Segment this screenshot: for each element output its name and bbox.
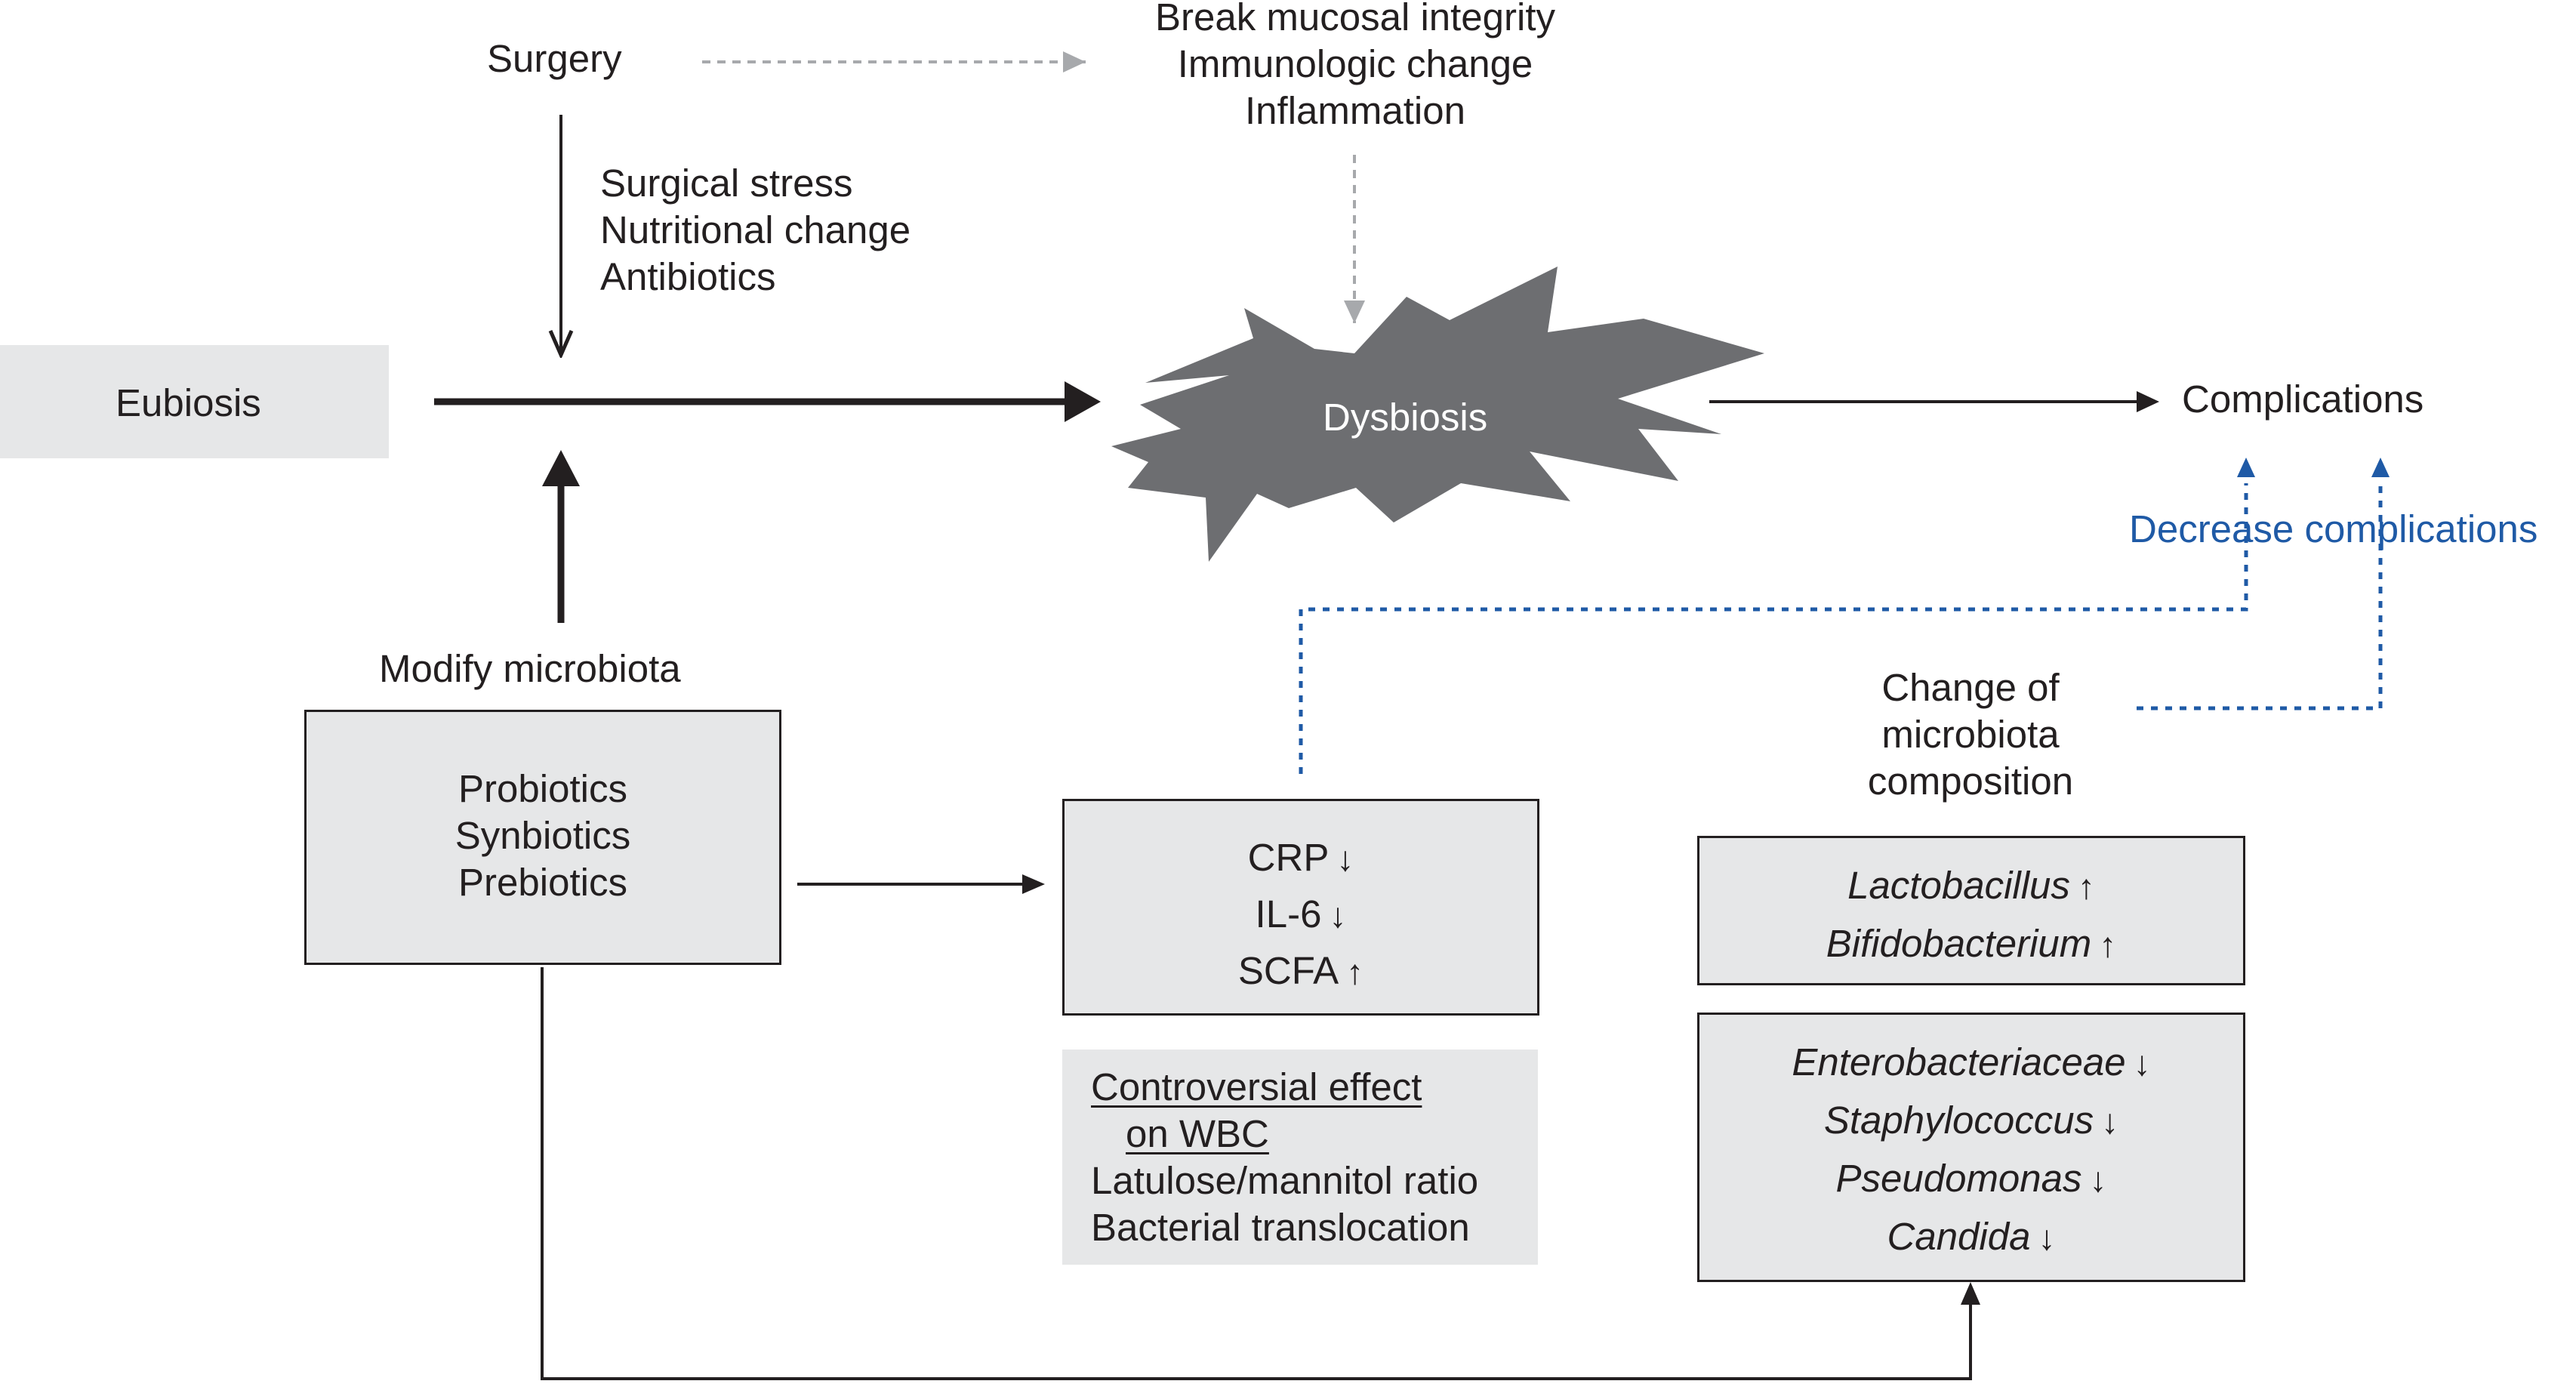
- composition-label-line: microbiota: [1881, 713, 2060, 756]
- decreased-taxa-box: Enterobacteriaceae↓ Staphylococcus↓ Pseu…: [1697, 1013, 2245, 1282]
- composition-to-complications-arrowhead: [2371, 458, 2390, 477]
- decrease-arrow-icon: ↓: [2101, 1102, 2119, 1141]
- taxon-row: Lactobacillus↑: [1847, 857, 2095, 915]
- surgery-factor-item: Surgical stress: [600, 162, 853, 205]
- interventions-to-markers-arrowhead: [1022, 874, 1045, 894]
- surgery-factors-list: Surgical stress Nutritional change Antib…: [600, 160, 911, 301]
- intervention-item: Synbiotics: [454, 814, 631, 857]
- modify-microbiota-label: Modify microbiota: [379, 647, 681, 690]
- taxon-name: Candida: [1887, 1215, 2031, 1258]
- increase-arrow-icon: ↑: [1346, 952, 1364, 991]
- controversial-item: Latulose/mannitol ratio: [1091, 1159, 1479, 1202]
- increased-taxa-box: Lactobacillus↑ Bifidobacterium↑: [1697, 836, 2245, 985]
- composition-to-complications-dotted: [2137, 483, 2383, 710]
- decrease-arrow-icon: ↓: [2038, 1218, 2056, 1257]
- interventions-to-taxa-connector: [541, 967, 1972, 1380]
- marker-name: SCFA: [1237, 949, 1339, 992]
- markers-to-complications-arrowhead: [2237, 458, 2255, 477]
- controversial-title-line2: on WBC: [1126, 1112, 1269, 1155]
- decrease-arrow-icon: ↓: [2089, 1160, 2107, 1199]
- complications-label: Complications: [2182, 378, 2424, 421]
- interventions-to-taxa-arrowhead: [1961, 1282, 1980, 1305]
- decrease-arrow-icon: ↓: [2133, 1043, 2151, 1083]
- surgery-effect-item: Immunologic change: [1177, 42, 1533, 85]
- intervention-item: Probiotics: [458, 767, 627, 810]
- surgery-effects-list: Break mucosal integrity Immunologic chan…: [1042, 0, 1669, 134]
- eubiosis-box: [0, 345, 389, 458]
- controversial-item: Bacterial translocation: [1091, 1206, 1470, 1249]
- taxon-row: Pseudomonas↓: [1835, 1150, 2106, 1208]
- increased-taxa-list: Lactobacillus↑ Bifidobacterium↑: [1699, 857, 2243, 973]
- taxon-row: Bifidobacterium↑: [1826, 915, 2117, 973]
- interventions-box: Probiotics Synbiotics Prebiotics: [304, 710, 781, 965]
- dysbiosis-label: Dysbiosis: [1323, 396, 1488, 439]
- controversial-effects-list: Controversial effect on WBC Latulose/man…: [1091, 1064, 1478, 1251]
- markers-box: CRP↓ IL-6↓ SCFA↑: [1062, 799, 1539, 1016]
- surgery-factor-item: Antibiotics: [600, 255, 776, 298]
- decrease-complications-label: Decrease complications: [2129, 507, 2538, 550]
- taxon-row: Candida↓: [1887, 1208, 2056, 1266]
- taxon-row: Staphylococcus↓: [1824, 1092, 2118, 1150]
- markers-to-complications-dotted: [1299, 483, 2248, 774]
- taxon-row: Enterobacteriaceae↓: [1792, 1034, 2150, 1092]
- eubiosis-to-dysbiosis-arrowhead: [1065, 381, 1101, 422]
- modify-up-arrowhead: [542, 450, 580, 486]
- decrease-arrow-icon: ↓: [1329, 895, 1347, 935]
- intervention-item: Prebiotics: [458, 861, 627, 904]
- eubiosis-label: Eubiosis: [116, 381, 261, 424]
- controversial-effects-panel: Controversial effect on WBC Latulose/man…: [1062, 1050, 1538, 1265]
- marker-row: IL-6↓: [1256, 886, 1347, 943]
- taxon-name: Lactobacillus: [1847, 864, 2070, 907]
- surgery-factor-item: Nutritional change: [600, 208, 911, 251]
- composition-label-line: composition: [1867, 760, 2074, 803]
- surgery-label: Surgery: [487, 37, 622, 80]
- composition-label-line: Change of: [1881, 666, 2060, 709]
- taxon-name: Enterobacteriaceae: [1792, 1040, 2126, 1083]
- surgery-effect-item: Break mucosal integrity: [1154, 0, 1556, 39]
- marker-name: CRP: [1247, 836, 1330, 879]
- decreased-taxa-list: Enterobacteriaceae↓ Staphylococcus↓ Pseu…: [1699, 1034, 2243, 1266]
- taxon-name: Staphylococcus: [1823, 1099, 2094, 1142]
- controversial-title-line1: Controversial effect: [1091, 1065, 1422, 1108]
- increase-arrow-icon: ↑: [2077, 867, 2095, 906]
- dysbiosis-to-complications-arrowhead: [2137, 391, 2159, 412]
- taxon-name: Pseudomonas: [1835, 1157, 2082, 1200]
- marker-row: SCFA↑: [1238, 943, 1363, 1000]
- marker-name: IL-6: [1255, 892, 1322, 936]
- interventions-list: Probiotics Synbiotics Prebiotics: [307, 766, 779, 906]
- dysbiosis-starburst: [1111, 267, 1764, 562]
- increase-arrow-icon: ↑: [2099, 925, 2117, 964]
- decrease-arrow-icon: ↓: [1336, 839, 1354, 878]
- surgery-effect-item: Inflammation: [1245, 89, 1465, 132]
- taxon-name: Bifidobacterium: [1826, 922, 2092, 965]
- markers-list: CRP↓ IL-6↓ SCFA↑: [1065, 830, 1537, 1000]
- marker-row: CRP↓: [1248, 830, 1354, 886]
- composition-label: Change of microbiota composition: [1812, 664, 2129, 805]
